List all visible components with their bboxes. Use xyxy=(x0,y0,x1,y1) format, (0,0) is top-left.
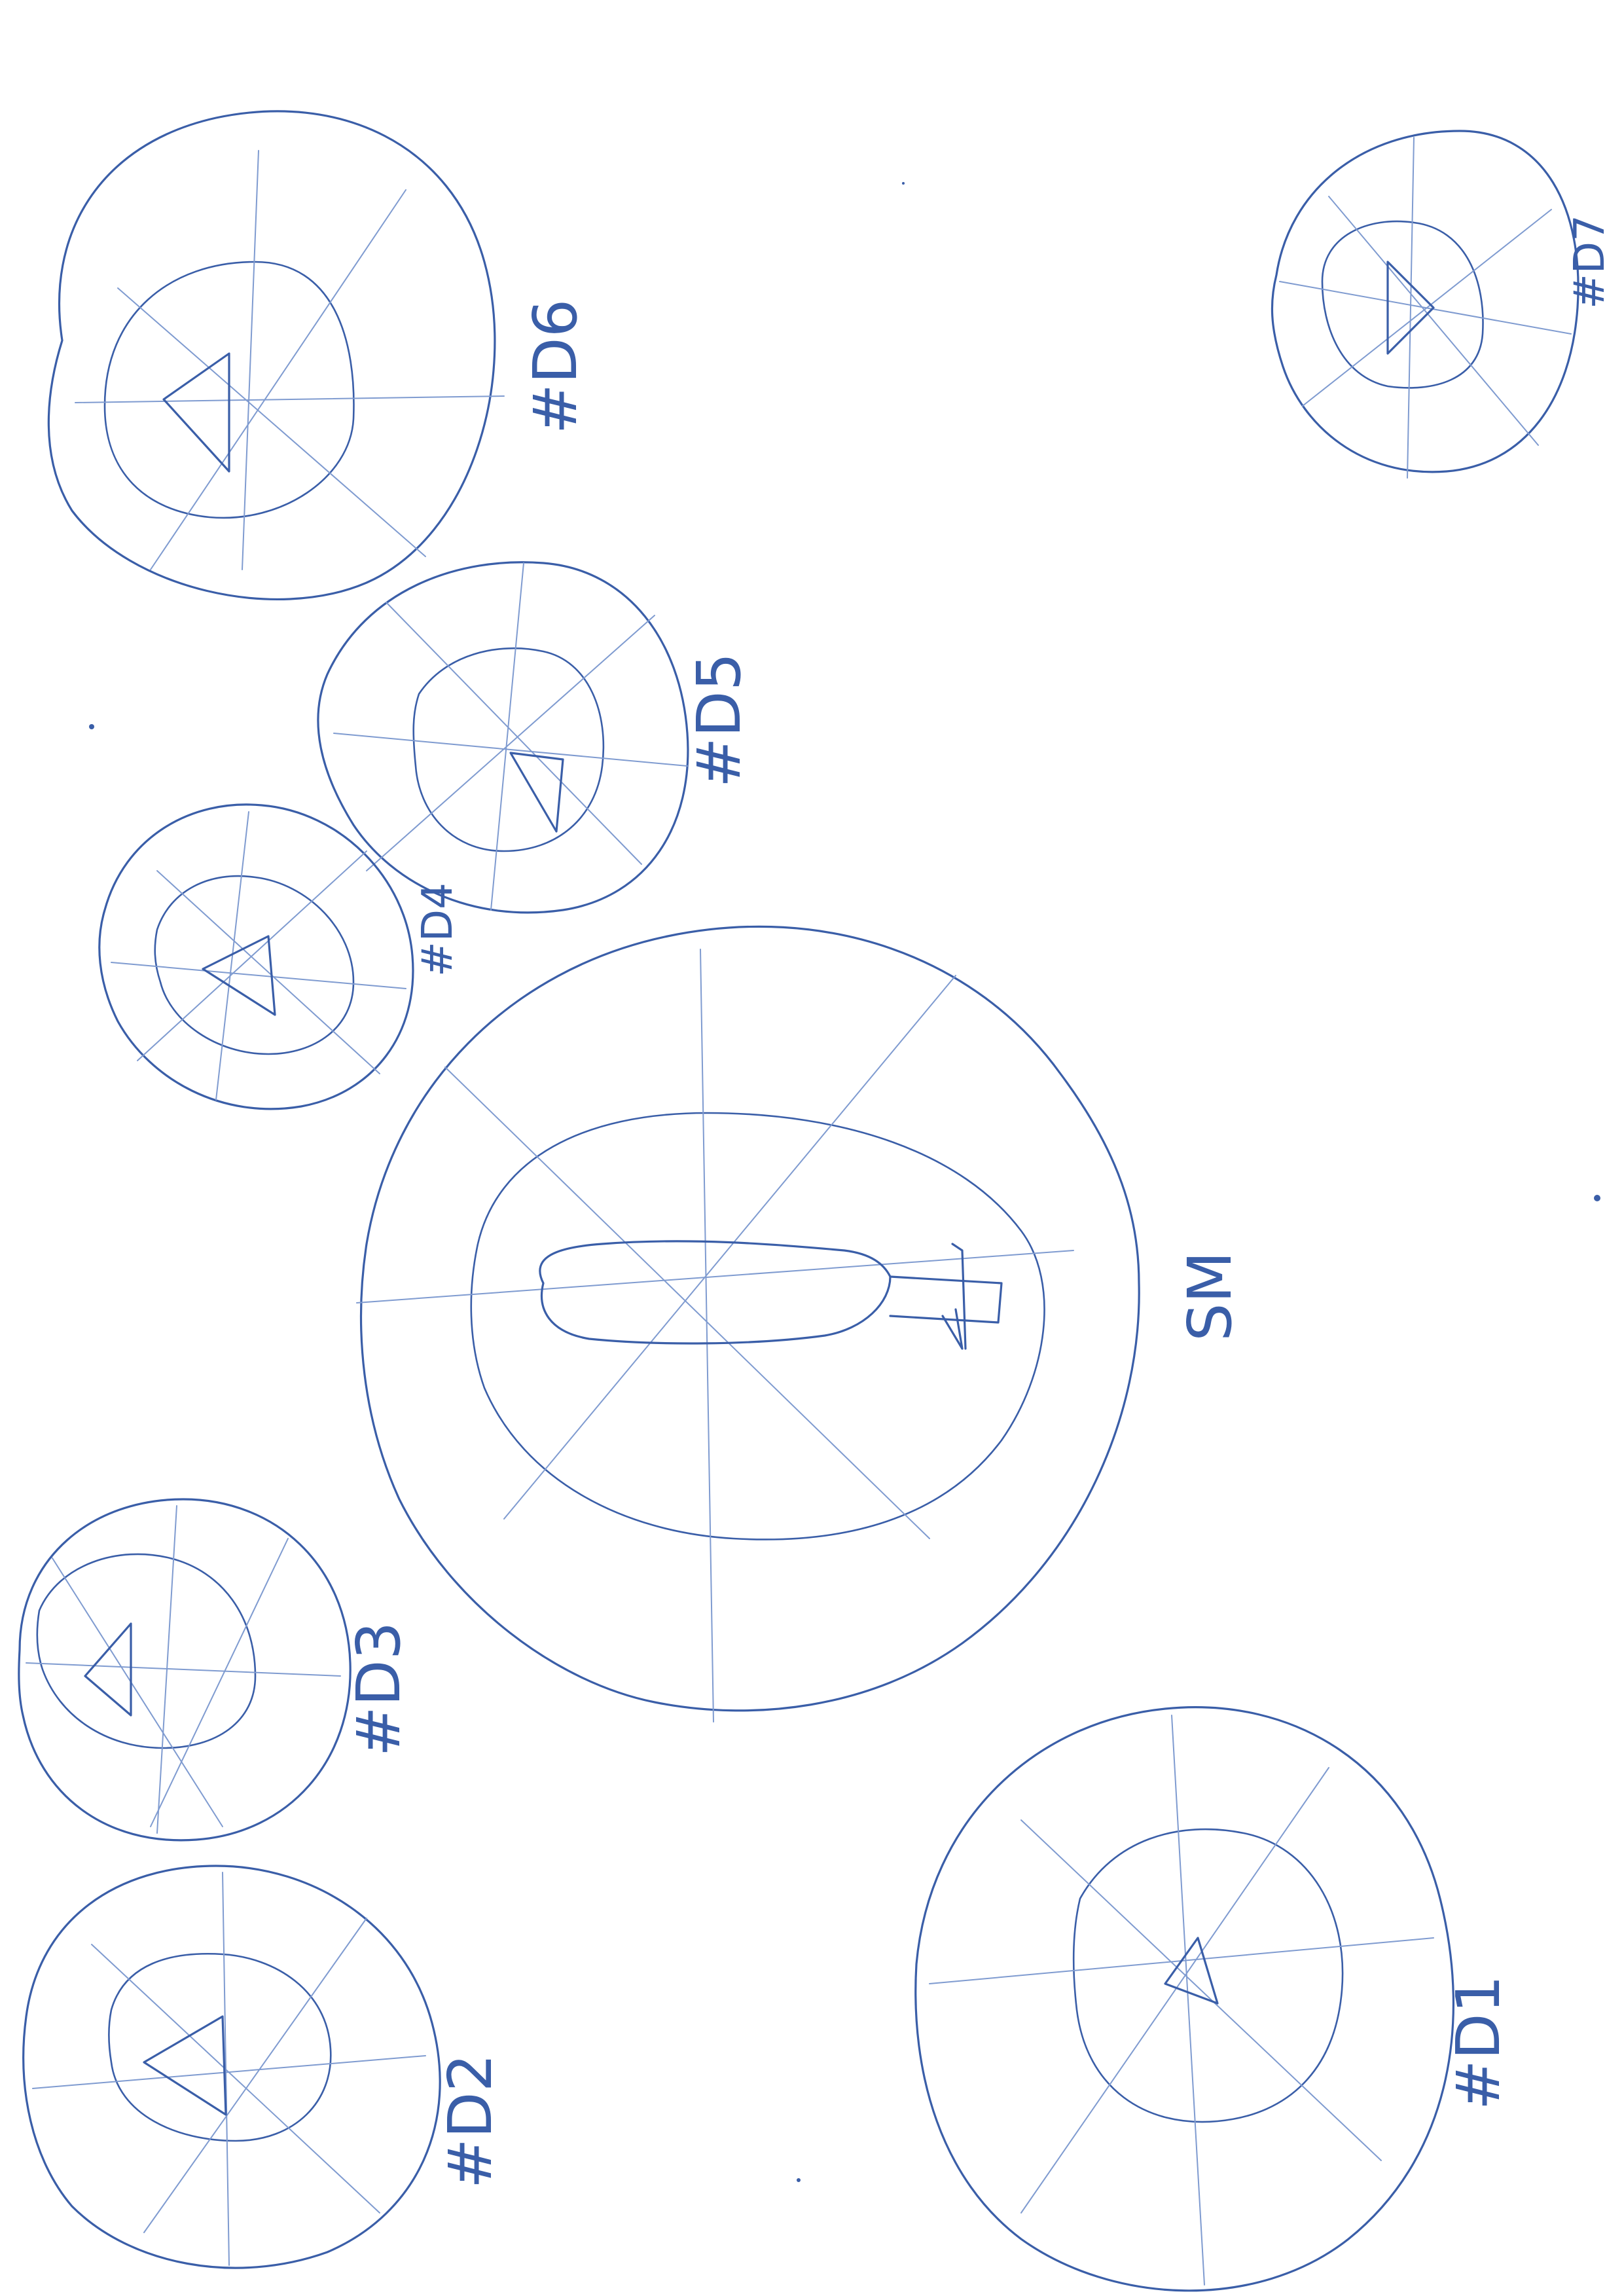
d6-inner-ring xyxy=(103,261,355,519)
diagram-d7 xyxy=(1271,130,1579,479)
diagram-sm xyxy=(356,925,1140,1722)
d6-outer-ring xyxy=(47,110,496,600)
d5-inner-ring xyxy=(412,647,605,852)
sm-vessel-tail xyxy=(889,1275,1003,1324)
d2-axis-diagonal-a xyxy=(143,1918,367,2233)
d5-axis-diagonal-b xyxy=(386,602,642,865)
d7-axis-diagonal-b xyxy=(1328,196,1539,446)
d4-axis-vertical xyxy=(215,811,249,1101)
diagram-d3 xyxy=(18,1498,352,1842)
d1-axis-diagonal-a xyxy=(1020,1767,1329,2214)
d3-inner-ring xyxy=(36,1553,257,1749)
stray-dot xyxy=(797,2178,801,2182)
d4-axis-diagonal-b xyxy=(156,870,380,1074)
d7-triangle-marker xyxy=(1386,261,1435,355)
label-d5: #D5 xyxy=(684,653,754,788)
sm-axis-vertical xyxy=(700,949,714,1722)
d3-axis-vertical xyxy=(156,1505,177,1834)
d3-axis-diagonal-b xyxy=(52,1558,223,1827)
d1-inner-ring xyxy=(1072,1828,1344,2123)
d7-axis-horizontal xyxy=(1279,281,1572,335)
d2-triangle-marker xyxy=(143,2015,227,2116)
label-d4: #D4 xyxy=(414,883,462,977)
d1-outer-ring xyxy=(914,1706,1454,2292)
diagram-d2 xyxy=(22,1865,441,2269)
label-d3: #D3 xyxy=(344,1622,414,1757)
d1-axis-vertical xyxy=(1171,1715,1205,2286)
d5-axis-vertical xyxy=(490,562,524,911)
d1-triangle-marker xyxy=(1164,1937,1219,2005)
d5-outer-ring xyxy=(317,561,689,914)
d6-axis-diagonal-b xyxy=(117,287,426,557)
d2-outer-ring xyxy=(22,1865,441,2269)
d1-axis-diagonal-b xyxy=(1020,1819,1382,2161)
d5-axis-diagonal-a xyxy=(366,615,655,871)
d3-outer-ring xyxy=(18,1498,352,1842)
d4-triangle-marker xyxy=(202,935,276,1016)
sm-inner-ring xyxy=(470,1112,1045,1540)
d3-triangle-marker xyxy=(84,1622,132,1717)
diagram-d4 xyxy=(98,803,414,1110)
stray-dot xyxy=(902,182,905,185)
d7-axis-diagonal-a xyxy=(1302,209,1552,407)
sm-axis-diagonal-a xyxy=(503,975,956,1520)
d4-axis-horizontal xyxy=(111,962,406,989)
d4-outer-ring xyxy=(98,803,414,1110)
d3-axis-horizontal xyxy=(26,1662,341,1677)
d7-outer-ring xyxy=(1271,130,1579,473)
label-d1: #D1 xyxy=(1443,1975,1513,2110)
sm-outer-ring xyxy=(359,925,1140,1712)
d4-axis-diagonal-a xyxy=(137,850,367,1061)
label-sm: SM xyxy=(1175,1251,1245,1341)
d4-inner-ring xyxy=(154,875,355,1055)
label-d7: #D7 xyxy=(1566,215,1614,309)
d5-axis-horizontal xyxy=(333,733,688,767)
label-d2: #D2 xyxy=(435,2054,505,2189)
d6-triangle-marker xyxy=(162,352,230,473)
d2-axis-diagonal-b xyxy=(91,1944,380,2214)
diagram-d5 xyxy=(317,561,689,914)
diagram-d1 xyxy=(914,1706,1454,2292)
d7-axis-vertical xyxy=(1407,137,1415,479)
d3-axis-diagonal-a xyxy=(150,1538,289,1827)
diagram-d6 xyxy=(47,110,505,600)
d2-inner-ring xyxy=(107,1953,332,2142)
d6-axis-diagonal-a xyxy=(150,189,406,570)
stray-dot xyxy=(1594,1195,1600,1201)
sm-axis-horizontal xyxy=(356,1250,1074,1303)
sm-vessel-hull xyxy=(539,1240,892,1345)
d5-triangle-marker xyxy=(509,752,564,833)
d6-axis-horizontal xyxy=(75,395,505,403)
label-d6: #D6 xyxy=(520,299,590,434)
sm-vessel-rudder-lower xyxy=(941,1308,964,1350)
stray-dot xyxy=(89,724,94,729)
d7-inner-ring xyxy=(1321,220,1484,389)
sm-axis-diagonal-b xyxy=(444,1066,930,1539)
sm-vessel-rudder-upper xyxy=(951,1243,967,1350)
d6-axis-vertical xyxy=(242,150,259,570)
